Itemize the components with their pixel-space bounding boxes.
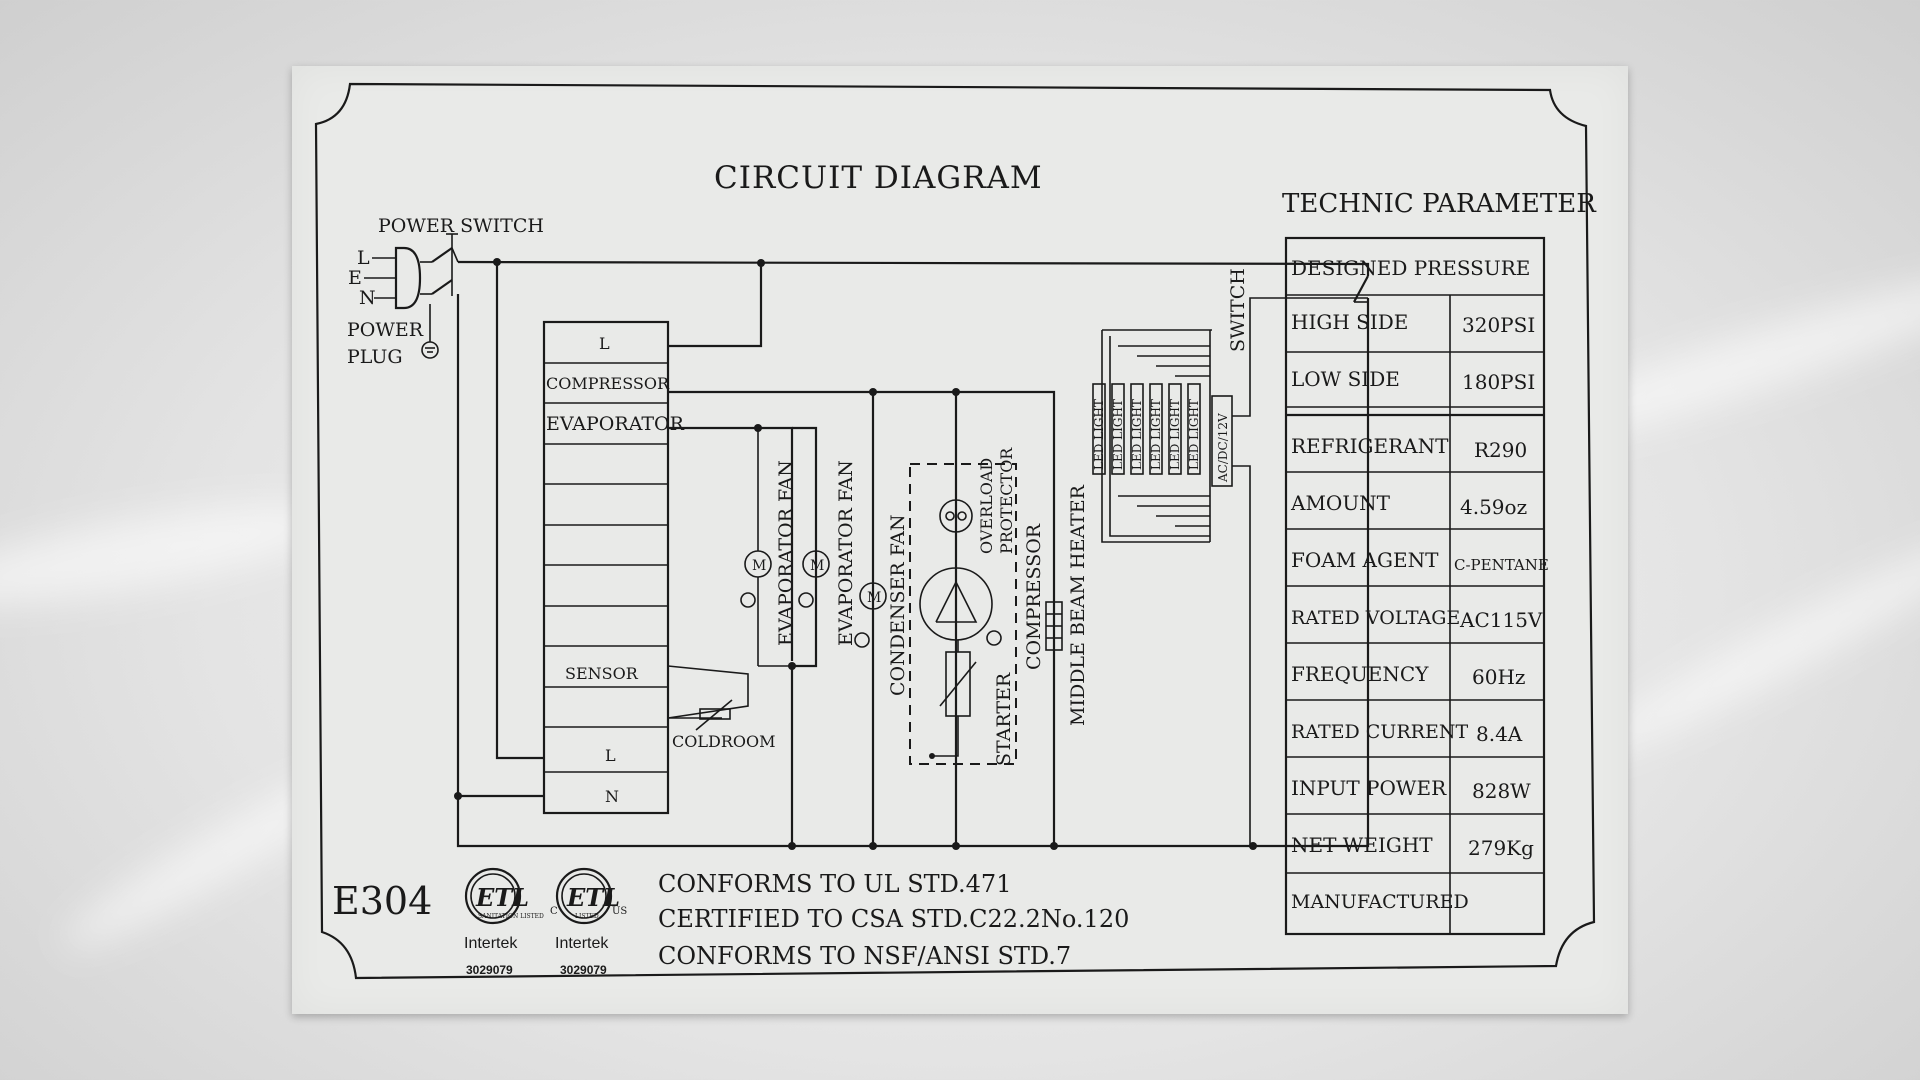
overload-protector-label-1: OVERLOAD bbox=[977, 458, 996, 554]
plug-pin-l: L bbox=[357, 247, 370, 269]
svg-text:M: M bbox=[810, 558, 824, 574]
terminal-l-bottom: L bbox=[605, 746, 616, 765]
led-light-label-6: LED LIGHT bbox=[1187, 399, 1201, 470]
svg-text:M: M bbox=[752, 558, 766, 574]
technic-parameter-title: TECHNIC PARAMETER bbox=[1282, 189, 1597, 219]
nameplate: CIRCUIT DIAGRAM POWER SWITCH L E N POWER… bbox=[292, 66, 1628, 1014]
power-plug-icon bbox=[364, 246, 432, 310]
compressor-label: COMPRESSOR bbox=[1023, 523, 1045, 670]
param-value-rated-current: 8.4A bbox=[1476, 722, 1523, 746]
plug-pin-e: E bbox=[348, 267, 362, 289]
ac-dc-label: AC/DC/12V bbox=[1216, 413, 1230, 483]
svg-text:Intertek: Intertek bbox=[555, 935, 609, 952]
evaporator-fan-motor-2: M bbox=[798, 550, 830, 608]
terminal-sensor: SENSOR bbox=[565, 664, 639, 683]
circuit-diagram-drawing: CIRCUIT DIAGRAM POWER SWITCH L E N POWER… bbox=[314, 82, 1597, 980]
ground-icon bbox=[421, 304, 439, 359]
evaporator-fan-label-1: EVAPORATOR FAN bbox=[775, 460, 797, 646]
led-light-label-4: LED LIGHT bbox=[1149, 399, 1163, 470]
param-label-low-side: LOW SIDE bbox=[1291, 367, 1400, 391]
diagram-title: CIRCUIT DIAGRAM bbox=[714, 160, 1043, 196]
etl-sanitation-logo: ETL SANITATION LISTED Intertek 3029079 bbox=[464, 867, 544, 977]
param-value-rated-voltage: AC115V bbox=[1459, 608, 1543, 632]
plug-pin-n: N bbox=[359, 287, 376, 309]
param-value-net-weight: 279Kg bbox=[1468, 836, 1534, 860]
power-switch-label: POWER SWITCH bbox=[378, 215, 544, 237]
param-value-low-side: 180PSI bbox=[1462, 370, 1535, 394]
svg-text:ETL: ETL bbox=[475, 883, 529, 912]
svg-text:ETL: ETL bbox=[566, 883, 620, 912]
param-value-amount: 4.59oz bbox=[1460, 495, 1527, 519]
power-plug-label-2: PLUG bbox=[347, 346, 403, 368]
svg-text:US: US bbox=[612, 906, 627, 917]
coldroom-sensor-icon bbox=[667, 665, 749, 731]
param-label-rated-voltage: RATED VOLTAGE bbox=[1291, 607, 1460, 629]
terminal-n: N bbox=[605, 787, 619, 806]
terminal-l-top: L bbox=[599, 334, 610, 353]
overload-protector-icon bbox=[939, 499, 973, 533]
power-switch-icon bbox=[431, 233, 459, 296]
param-value-frequency: 60Hz bbox=[1472, 665, 1525, 689]
svg-text:Intertek: Intertek bbox=[464, 935, 518, 952]
param-label-frequency: FREQUENCY bbox=[1291, 662, 1429, 686]
led-light-label-5: LED LIGHT bbox=[1168, 399, 1182, 470]
starter-label: STARTER bbox=[993, 672, 1015, 766]
param-value-input-power: 828W bbox=[1472, 779, 1531, 803]
starter-icon bbox=[929, 640, 977, 759]
svg-text:C: C bbox=[550, 906, 558, 917]
terminal-block: L COMPRESSOR EVAPORATOR SENSOR L N bbox=[542, 320, 685, 815]
led-light-label-2: LED LIGHT bbox=[1111, 399, 1125, 470]
led-light-label-3: LED LIGHT bbox=[1130, 399, 1144, 470]
middle-beam-heater-label: MIDDLE BEAM HEATER bbox=[1067, 484, 1089, 726]
plate-border bbox=[314, 82, 1596, 980]
param-label-net-weight: NET WEIGHT bbox=[1291, 833, 1433, 857]
overload-protector-label-2: PROTECTOR bbox=[997, 447, 1016, 554]
parameter-table bbox=[1284, 236, 1546, 936]
evaporator-fan-label-2: EVAPORATOR FAN bbox=[835, 460, 857, 646]
model-number: E304 bbox=[332, 879, 432, 923]
terminal-compressor: COMPRESSOR bbox=[546, 374, 670, 393]
terminal-evaporator: EVAPORATOR bbox=[546, 413, 685, 435]
parameter-header: DESIGNED PRESSURE bbox=[1291, 256, 1530, 280]
param-label-refrigerant: REFRIGERANT bbox=[1291, 434, 1449, 458]
etl-listed-logo: ETL LISTED C US Intertek 3029079 bbox=[550, 867, 627, 977]
svg-text:M: M bbox=[867, 590, 881, 606]
led-light-label-1: LED LIGHT bbox=[1092, 399, 1106, 470]
param-value-high-side: 320PSI bbox=[1462, 313, 1535, 337]
param-label-foam-agent: FOAM AGENT bbox=[1291, 548, 1439, 572]
door-switch-icon bbox=[1353, 275, 1369, 312]
compressor-dashed-box bbox=[909, 463, 1017, 765]
conformity-line-3: CONFORMS TO NSF/ANSI STD.7 bbox=[658, 942, 1071, 970]
condenser-fan-motor: M bbox=[854, 582, 887, 648]
compressor-motor-icon bbox=[919, 567, 1002, 646]
switch-label: SWITCH bbox=[1227, 268, 1249, 352]
condenser-fan-label: CONDENSER FAN bbox=[887, 514, 909, 696]
evaporator-fan-motor-1: M bbox=[740, 550, 772, 666]
middle-beam-heater-icon bbox=[1045, 601, 1063, 651]
svg-text:SANITATION LISTED: SANITATION LISTED bbox=[478, 913, 544, 920]
param-label-high-side: HIGH SIDE bbox=[1291, 310, 1408, 334]
param-label-input-power: INPUT POWER bbox=[1291, 776, 1447, 800]
conformity-line-1: CONFORMS TO UL STD.471 bbox=[658, 870, 1011, 898]
power-plug-label-1: POWER bbox=[347, 319, 424, 341]
param-label-amount: AMOUNT bbox=[1290, 491, 1391, 515]
conformity-line-2: CERTIFIED TO CSA STD.C22.2No.120 bbox=[658, 905, 1129, 933]
param-label-manufactured: MANUFACTURED bbox=[1291, 891, 1469, 913]
param-label-rated-current: RATED CURRENT bbox=[1291, 721, 1468, 743]
coldroom-label: COLDROOM bbox=[672, 732, 775, 751]
led-lights-block bbox=[1092, 297, 1368, 846]
param-value-refrigerant: R290 bbox=[1474, 438, 1527, 462]
svg-text:3029079: 3029079 bbox=[560, 963, 607, 977]
param-value-foam-agent: C-PENTANE bbox=[1454, 556, 1549, 574]
svg-text:3029079: 3029079 bbox=[466, 963, 513, 977]
svg-text:LISTED: LISTED bbox=[575, 913, 599, 920]
